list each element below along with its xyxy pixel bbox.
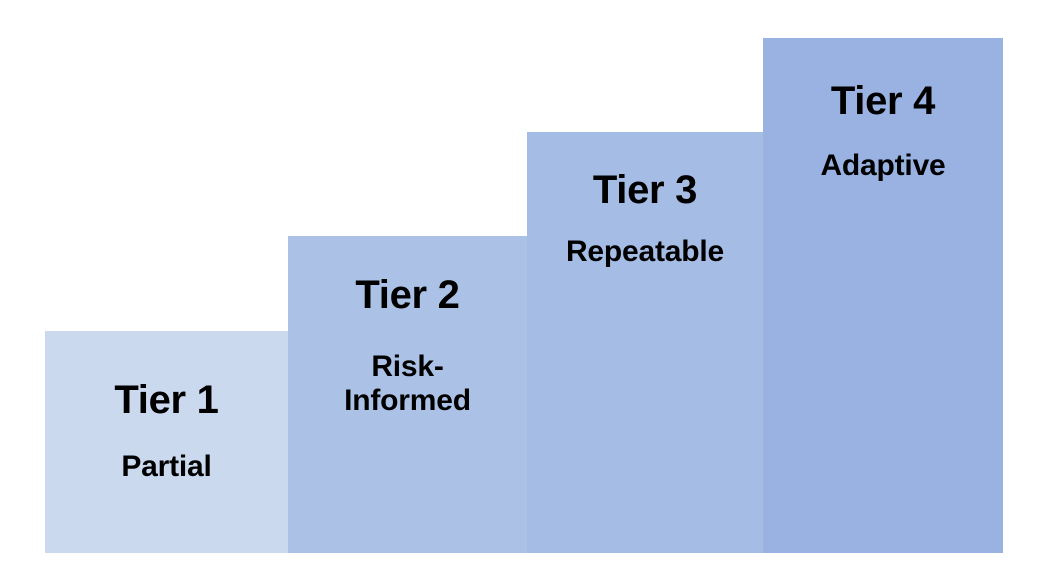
bar-tier-4-title: Tier 4 [830, 79, 936, 123]
bar-tier-2-subtitle: Risk-Informed [344, 350, 471, 417]
bar-tier-3-title: Tier 3 [592, 168, 698, 212]
bar-tier-3[interactable]: Tier 3 Repeatable [527, 132, 763, 553]
bar-tier-4-subtitle: Adaptive [820, 149, 946, 182]
bar-tier-1[interactable]: Tier 1 Partial [45, 331, 288, 553]
bar-tier-2[interactable]: Tier 2 Risk-Informed [288, 236, 527, 553]
bar-tier-3-subtitle: Repeatable [565, 235, 725, 268]
bar-tier-1-subtitle: Partial [121, 450, 212, 483]
bar-tier-1-title: Tier 1 [114, 378, 219, 422]
bar-tier-4[interactable]: Tier 4 Adaptive [763, 38, 1003, 553]
bar-tier-2-title: Tier 2 [355, 273, 460, 317]
